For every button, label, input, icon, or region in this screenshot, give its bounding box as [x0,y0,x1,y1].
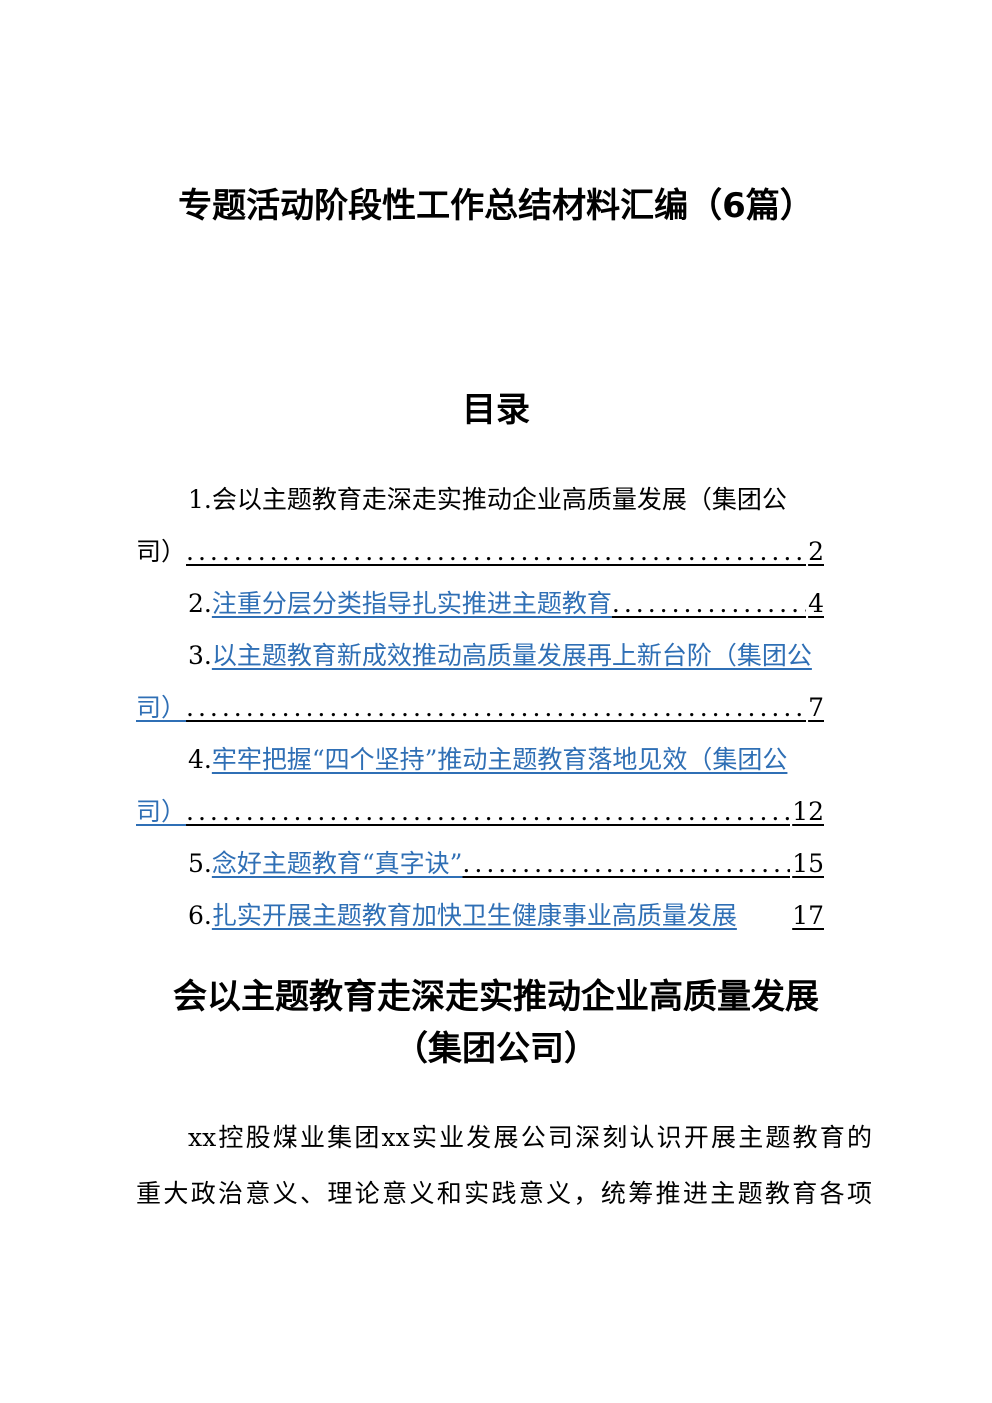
toc-page-number: 12 [790,792,824,832]
toc-leader-dots: ........................................… [186,797,824,826]
toc-leader-dots: ........................................… [186,693,824,722]
section-title-line2: （集团公司） [394,1029,598,1069]
document-title: 专题活动阶段性工作总结材料汇编（6篇） [178,186,814,226]
toc-entry-link[interactable]: 注重分层分类指导扎实推进主题教育 [211,589,612,618]
toc-entry-4-line1[interactable]: 4.牢牢把握“四个坚持”推动主题教育落地见效（集团公 [188,740,872,780]
toc-entry-1-line1[interactable]: 1.会以主题教育走深走实推动企业高质量发展（集团公 [188,480,872,520]
toc-entry-link[interactable]: 扎实开展主题教育加快卫生健康事业高质量发展 [211,901,737,930]
toc-entry-6[interactable]: 6.扎实开展主题教育加快卫生健康事业高质量发展 17 [188,896,824,936]
toc-entry-number: 4. [188,745,212,774]
toc-entry-link[interactable]: 牢牢把握“四个坚持”推动主题教育落地见效（集团公 [211,745,788,774]
toc-entry-2[interactable]: 2.注重分层分类指导扎实推进主题教育......................… [188,584,824,624]
section-title-line1: 会以主题教育走深走实推动企业高质量发展 [173,977,819,1017]
toc-entry-number: 2. [188,589,212,618]
toc-entry-title-cont: 司） [136,537,187,566]
toc-page-number: 17 [790,896,824,936]
toc-leader-dots: ........................................… [186,537,824,566]
toc-entry-link[interactable]: 念好主题教育“真字诀” [211,849,463,878]
toc-entry-link-cont[interactable]: 司） [136,693,187,722]
toc-entry-link-cont[interactable]: 司） [136,797,187,826]
body-paragraph-line1: xx控股煤业集团xx实业发展公司深刻认识开展主题教育的 [188,1123,872,1152]
toc-page-number: 2 [806,532,824,572]
toc-heading: 目录 [462,390,530,430]
toc-leader-dots: ........................................… [462,849,824,878]
toc-entry-number: 5. [188,849,212,878]
toc-entry-3-line2[interactable]: 司）......................................… [136,688,824,728]
toc-page-number: 15 [790,844,824,884]
toc-entry-number: 3. [188,641,212,670]
toc-page-number: 7 [806,688,824,728]
body-paragraph-line2: 重大政治意义、理论意义和实践意义，统筹推进主题教育各项 [136,1179,872,1208]
toc-leader-dots: .................................... [611,589,824,618]
toc-entry-number: 6. [188,901,212,930]
toc-entry-5[interactable]: 5.念好主题教育“真字诀”...........................… [188,844,824,884]
toc-entry-3-line1[interactable]: 3.以主题教育新成效推动高质量发展再上新台阶（集团公 [188,636,872,676]
toc-entry-4-line2[interactable]: 司）......................................… [136,792,824,832]
toc-entry-link[interactable]: 以主题教育新成效推动高质量发展再上新台阶（集团公 [211,641,812,670]
toc-page-number: 4 [806,584,824,624]
toc-entry-number: 1. [188,485,212,514]
toc-entry-1-line2[interactable]: 司）......................................… [136,532,824,572]
toc-entry-title: 会以主题教育走深走实推动企业高质量发展（集团公 [211,485,787,514]
